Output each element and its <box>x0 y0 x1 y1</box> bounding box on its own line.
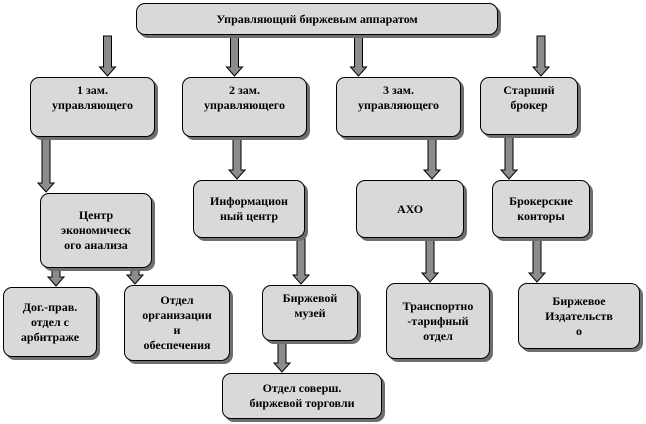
arrow-root-to-dep3 <box>349 35 368 77</box>
arrow-dep1-to-econ <box>36 137 56 193</box>
node-dep3: 3 зам. управляющего <box>336 77 461 137</box>
arrow-senior-to-brokers <box>499 135 519 180</box>
arrow-aho-to-transport <box>420 238 440 283</box>
arrow-root-to-senior <box>531 35 551 77</box>
node-improve: Отдел соверш. биржевой торговли <box>222 373 382 419</box>
arrow-root-to-dep2 <box>225 35 244 77</box>
arrow-dep2-to-info <box>227 137 247 180</box>
node-publishing: Биржевое Издательств о <box>518 283 640 349</box>
node-econ: Центр экономическ ого анализа <box>40 193 152 268</box>
arrow-root-to-dep1 <box>98 35 117 77</box>
node-dep2: 2 зам. управляющего <box>182 77 307 137</box>
arrow-info-to-museum <box>291 238 311 285</box>
arrow-econ-to-legal <box>46 268 66 287</box>
node-org: Отдел организации и обеспечения <box>124 285 230 361</box>
arrow-dep3-to-aho <box>422 137 442 180</box>
node-info: Информацион ный центр <box>193 180 305 238</box>
node-dep1: 1 зам. управляющего <box>30 77 155 137</box>
node-legal: Дог.-прав. отдел с арбитраже <box>3 287 97 357</box>
node-root: Управляющий биржевым аппаратом <box>136 3 498 35</box>
node-senior: Старший брокер <box>480 77 578 135</box>
node-museum: Биржевой музей <box>262 285 358 341</box>
node-transport: Транспортно -тарифный отдел <box>386 283 490 359</box>
arrow-museum-to-improve <box>272 341 292 373</box>
node-brokers: Брокерские конторы <box>492 180 590 238</box>
arrow-brokers-to-publishing <box>527 238 547 283</box>
node-aho: АХО <box>356 180 464 238</box>
